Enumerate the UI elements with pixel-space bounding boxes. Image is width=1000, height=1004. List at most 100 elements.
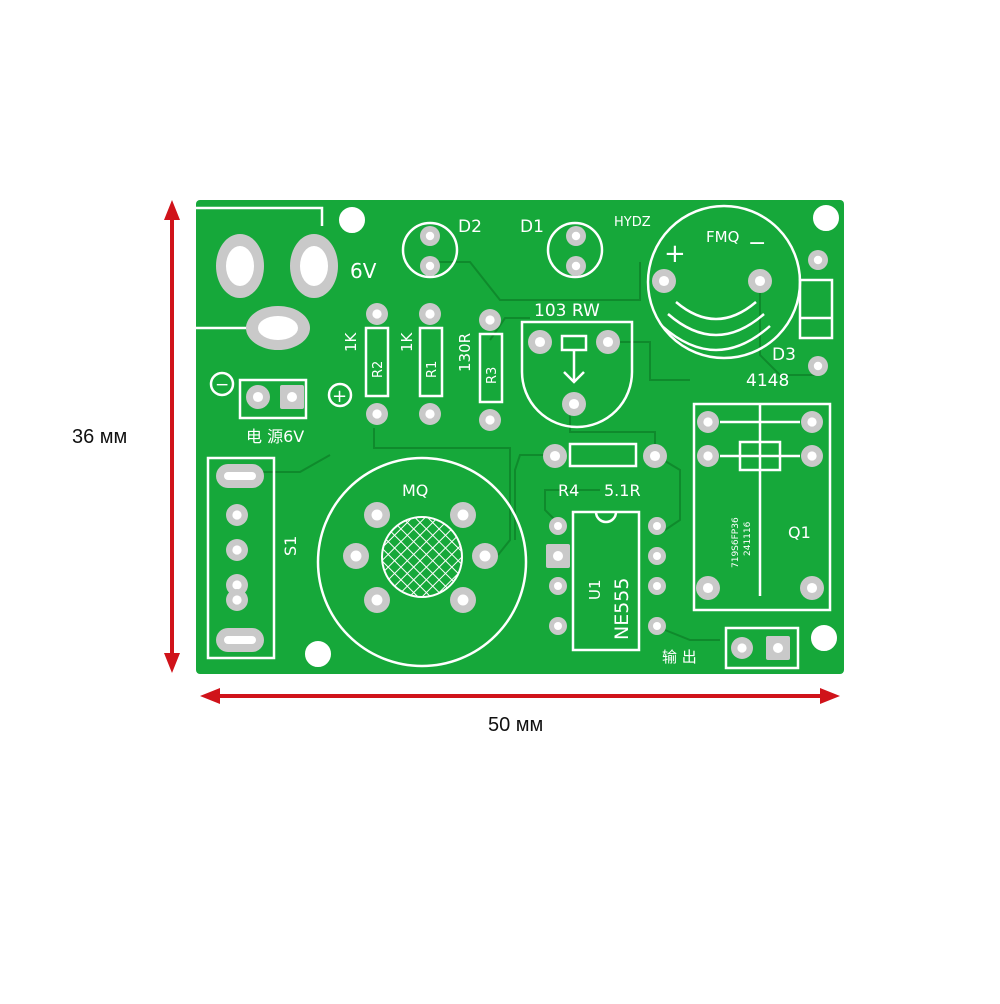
label-r1: R1	[425, 361, 440, 378]
height-dimension-label: 36 мм	[72, 426, 128, 448]
pad-hole	[653, 522, 661, 530]
label-r2-value: 1K	[342, 331, 360, 352]
pad-hole	[425, 231, 435, 241]
relay-outline	[692, 402, 832, 612]
mic-outline	[316, 456, 528, 668]
label-relay-code-2: 241116	[743, 521, 753, 556]
label-fmq-plus: +	[664, 239, 686, 269]
pad-hole	[703, 417, 713, 427]
led-d2-outline	[401, 221, 459, 279]
u1-outline	[571, 510, 641, 652]
pot-outline	[520, 320, 634, 429]
label-d3: D3	[772, 345, 796, 365]
output-header-outline	[724, 626, 800, 670]
mounting-hole	[813, 205, 839, 231]
r3-outline	[478, 332, 504, 404]
pad-hole	[571, 231, 581, 241]
label-relay-code-1: 719S6FP36	[731, 517, 741, 568]
led-d1-outline	[546, 221, 604, 279]
r4-outline	[568, 442, 638, 468]
pad-hole	[754, 275, 766, 287]
pad-hole	[806, 582, 818, 594]
pad-hole	[554, 582, 562, 590]
pad-hole	[554, 522, 562, 530]
dc-jack-outline	[196, 206, 324, 330]
label-q1: Q1	[788, 523, 811, 542]
pad-hole	[549, 450, 561, 462]
pad-hole	[371, 509, 383, 521]
pad-hole	[425, 309, 435, 319]
pad-hole	[554, 622, 562, 630]
height-arrow-head-top	[164, 200, 180, 220]
pad-hole	[813, 255, 823, 265]
pad-hole	[350, 550, 362, 562]
pad-hole	[425, 261, 435, 271]
minus-circle	[209, 371, 235, 397]
r2-outline	[364, 326, 390, 398]
pad-hole	[232, 510, 242, 520]
round-pads	[226, 226, 828, 659]
buzzer-sound-waves	[661, 301, 771, 352]
pad-hole	[658, 275, 670, 287]
label-d3-value: 4148	[746, 371, 789, 391]
silkscreen	[196, 204, 834, 670]
pad-hole	[649, 450, 661, 462]
relay-inner	[720, 404, 800, 596]
pad-hole	[252, 391, 264, 403]
pad-hole	[232, 545, 242, 555]
dc-jack-pads	[216, 234, 338, 350]
pad-hole	[372, 409, 382, 419]
pad-hole	[479, 550, 491, 562]
width-arrow-head-right	[820, 688, 840, 704]
pad-hole	[371, 594, 383, 606]
pad-hole	[457, 594, 469, 606]
u1-notch	[594, 511, 618, 524]
label-r1-value: 1K	[398, 331, 416, 352]
pad-hole	[653, 552, 661, 560]
pad-hole	[485, 315, 495, 325]
pad-hole	[602, 336, 614, 348]
copper-traces	[230, 261, 815, 641]
pot-wiper	[563, 350, 585, 384]
label-r4: R4	[558, 481, 579, 500]
label-r2: R2	[371, 361, 386, 378]
r1-outline	[418, 326, 444, 398]
pad-hole	[571, 261, 581, 271]
label-power: 电 源6V	[246, 427, 304, 446]
label-power-voltage: 6V	[350, 259, 377, 283]
pad-hole	[737, 643, 747, 653]
mounting-hole	[811, 625, 837, 651]
label-u1: U1	[586, 579, 604, 600]
d3-outline	[798, 278, 834, 340]
pad-hole	[702, 582, 714, 594]
pad-hole	[457, 509, 469, 521]
pad-hole	[425, 409, 435, 419]
silkscreen-labels: HYDZ D2 D1 FMQ − + 6V 103 RW D3 4148 − +…	[215, 215, 811, 666]
power-header-outline	[238, 378, 308, 420]
pad-hole	[232, 595, 242, 605]
mounting-holes	[305, 205, 839, 667]
mounting-hole	[339, 207, 365, 233]
pad-hole	[485, 415, 495, 425]
pad-hole	[703, 451, 713, 461]
width-arrow-head-left	[200, 688, 220, 704]
label-d2: D2	[458, 217, 482, 237]
label-pot: 103 RW	[534, 301, 600, 321]
pad-hole	[807, 417, 817, 427]
pad-hole	[653, 622, 661, 630]
label-fmq: FMQ	[706, 228, 739, 246]
label-s1: S1	[281, 536, 300, 556]
label-output: 输 出	[662, 648, 697, 666]
pad-hole	[653, 582, 661, 590]
label-r3: R3	[485, 367, 500, 384]
label-d1: D1	[520, 217, 544, 237]
width-dimension-label: 50 мм	[488, 714, 544, 736]
label-mq: MQ	[402, 481, 428, 500]
height-arrow-head-bottom	[164, 653, 180, 673]
label-fmq-minus: −	[748, 231, 766, 256]
label-brand: HYDZ	[614, 215, 651, 230]
dimension-arrows	[164, 200, 840, 704]
label-u1-value: NE555	[611, 578, 633, 640]
pad-hole	[807, 451, 817, 461]
